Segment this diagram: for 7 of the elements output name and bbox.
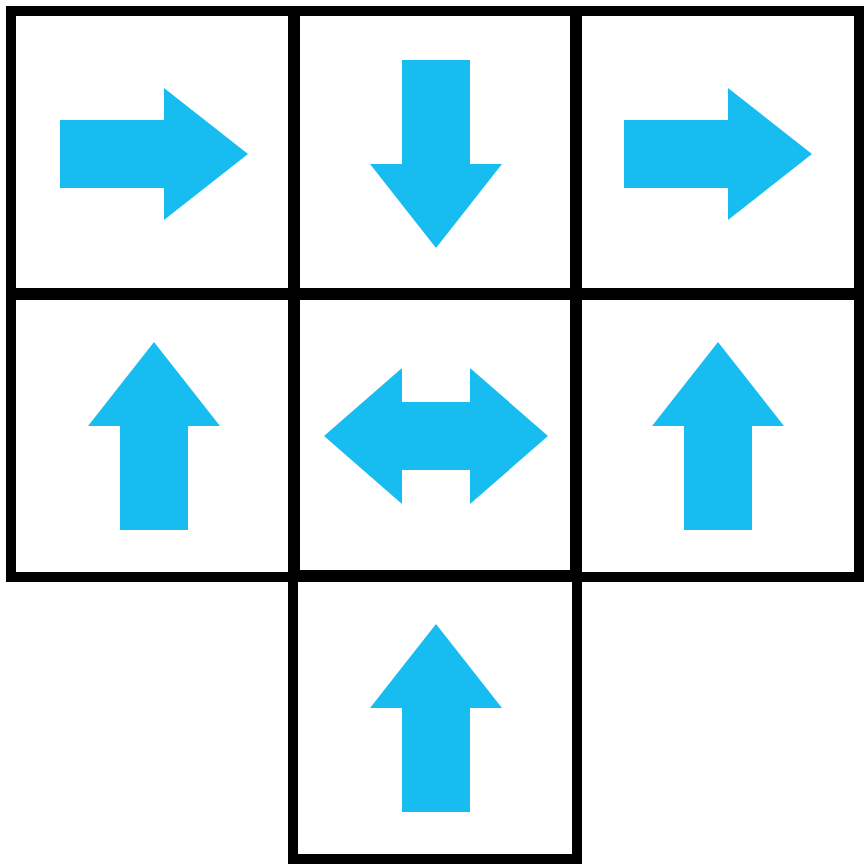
grid-cell xyxy=(570,288,864,582)
grid-cell xyxy=(288,6,582,300)
grid-cell xyxy=(570,6,864,300)
grid-cell xyxy=(288,288,582,582)
grid-cell xyxy=(288,570,582,864)
grid-cell xyxy=(6,6,300,300)
grid-cell xyxy=(6,288,300,582)
